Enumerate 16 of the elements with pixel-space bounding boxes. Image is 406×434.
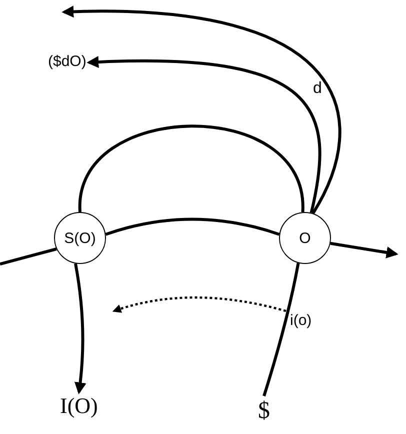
node-circle: S(O) <box>54 212 106 264</box>
connector-line <box>0 248 57 266</box>
node-label: $ <box>258 398 270 424</box>
connector-line <box>78 124 304 212</box>
node-label: ($dO) <box>48 54 86 70</box>
text-label: d <box>313 80 322 98</box>
connector-line <box>262 262 300 396</box>
arrow <box>62 6 341 214</box>
arrow <box>330 242 398 258</box>
arrow <box>86 56 321 214</box>
node-circle: O <box>279 212 331 264</box>
node-label: i(o) <box>290 313 312 330</box>
arrow <box>112 296 286 314</box>
connector-line <box>105 218 280 236</box>
node-label: I(O) <box>60 394 98 418</box>
arrow <box>74 263 86 394</box>
